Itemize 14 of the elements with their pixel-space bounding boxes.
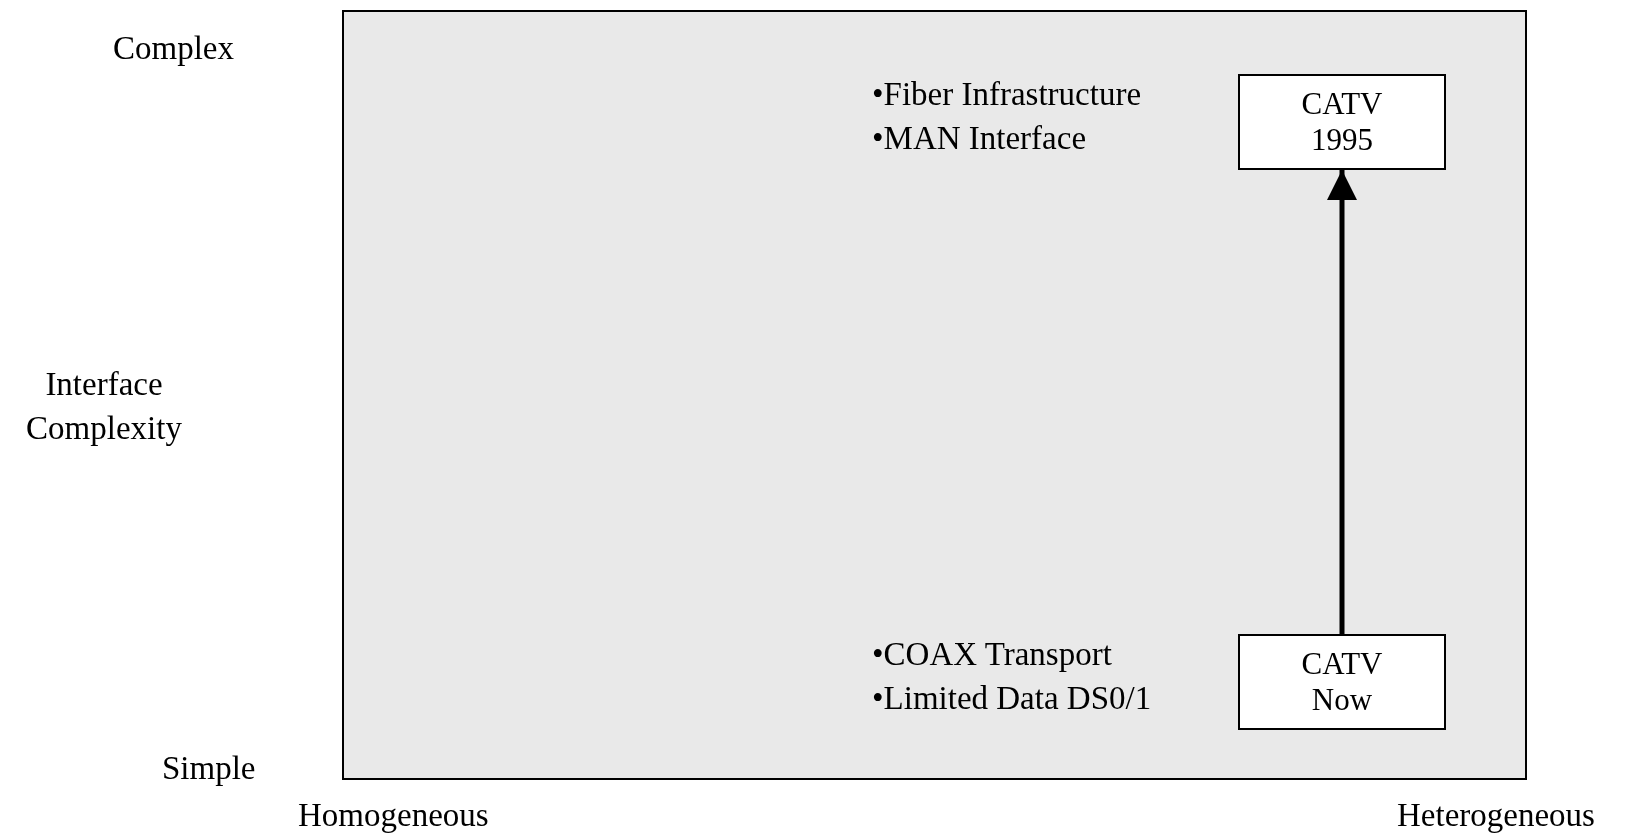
bullet-text: •Fiber Infrastructure	[872, 75, 1142, 114]
axis-label: Complex	[113, 29, 234, 68]
arrow	[1327, 170, 1357, 634]
node-label: CATV Now	[1300, 646, 1384, 718]
axis-label: Homogeneous	[298, 796, 489, 835]
axis-label: Interface Complexity	[25, 365, 183, 448]
process-box	[1238, 74, 1446, 170]
bullet-text: •MAN Interface	[872, 119, 1087, 158]
node-label: CATV 1995	[1300, 86, 1384, 158]
axis-label: Heterogeneous	[1397, 796, 1595, 835]
bullet-text: •COAX Transport	[872, 635, 1112, 674]
bullet-text: •Limited Data DS0/1	[872, 679, 1152, 718]
process-box	[1238, 634, 1446, 730]
axis-label: Simple	[162, 749, 256, 788]
